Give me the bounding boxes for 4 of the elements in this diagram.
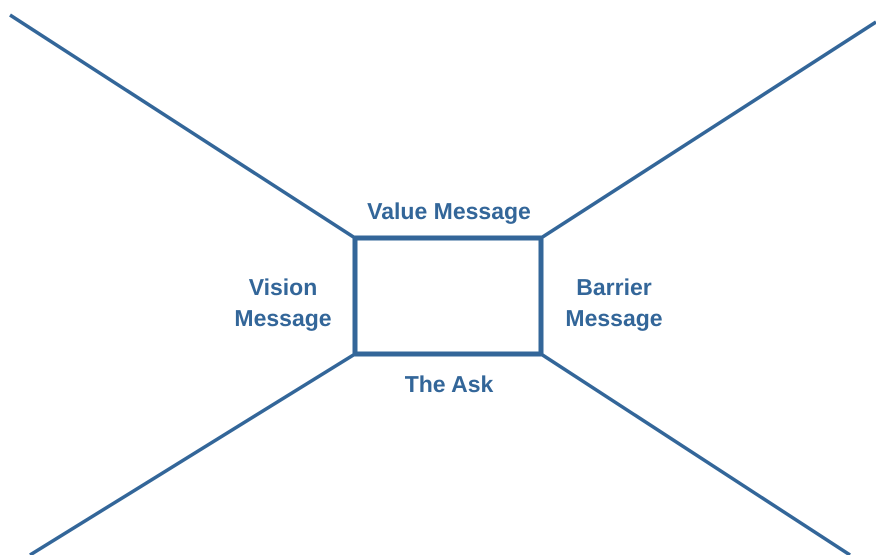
message-label: Vision Message [233, 273, 333, 333]
message-label: Value Message [366, 197, 532, 226]
message-label: The Ask [404, 370, 494, 399]
message-label: Barrier Message [564, 273, 664, 333]
